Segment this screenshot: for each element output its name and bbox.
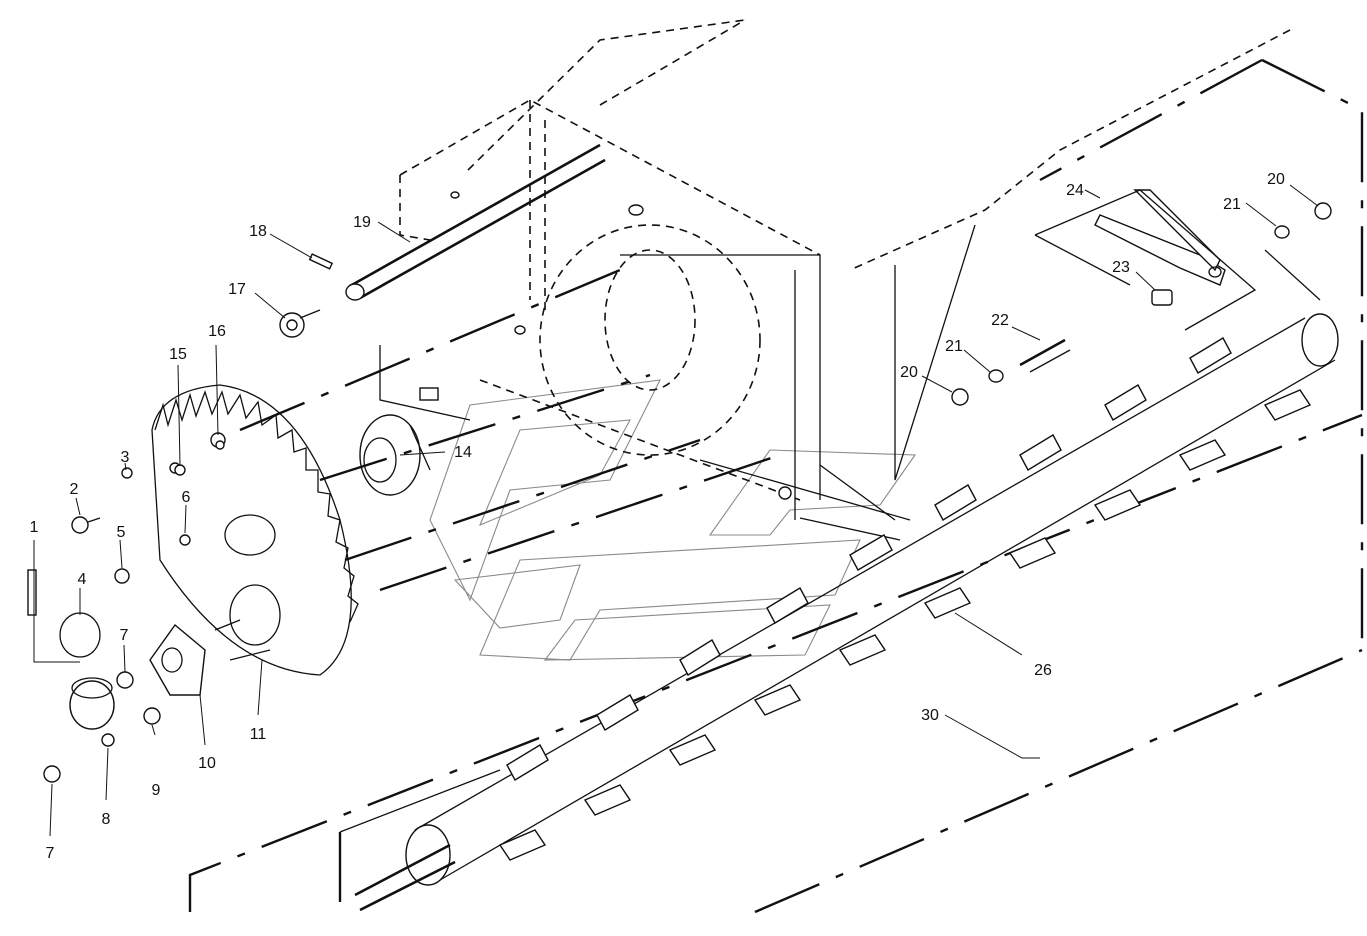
callout-5: 5 (117, 524, 126, 541)
callout-17: 17 (228, 281, 246, 298)
callout-20b: 20 (1267, 171, 1285, 188)
callout-30: 30 (921, 707, 939, 724)
callout-14: 14 (454, 444, 472, 461)
drum-paddles (498, 337, 1312, 861)
callout-15: 15 (169, 346, 187, 363)
callout-22: 22 (991, 312, 1009, 329)
callout-9: 9 (152, 782, 161, 799)
assembly-frame (188, 58, 1364, 914)
fasteners (43, 202, 1332, 783)
callout-7b: 7 (46, 845, 55, 862)
callout-1: 1 (30, 519, 39, 536)
callout-3: 3 (121, 449, 130, 466)
callout-19: 19 (353, 214, 371, 231)
shaft-19 (279, 143, 606, 338)
drum-26 (339, 249, 1339, 912)
callout-labels: 1 2 3 4 5 6 7 7 8 9 10 11 14 15 16 17 18… (30, 171, 1285, 862)
bracket-assembly (1019, 189, 1257, 373)
center-lines (239, 268, 781, 592)
callout-21b: 21 (1223, 196, 1241, 213)
callout-6: 6 (182, 489, 191, 506)
flange-14 (359, 414, 431, 496)
callout-20a: 20 (900, 364, 918, 381)
leader-lines (33, 184, 1319, 837)
watermark-logo (429, 379, 917, 661)
callout-18: 18 (249, 223, 267, 240)
callout-2: 2 (70, 481, 79, 498)
callout-10: 10 (198, 755, 216, 772)
callout-23: 23 (1112, 259, 1130, 276)
callout-16: 16 (208, 323, 226, 340)
bearing-parts (27, 569, 281, 730)
callout-11: 11 (250, 726, 267, 743)
callout-7a: 7 (120, 627, 129, 644)
callout-21a: 21 (945, 338, 963, 355)
callout-26: 26 (1034, 662, 1052, 679)
callout-8: 8 (102, 811, 111, 828)
callout-24: 24 (1066, 182, 1084, 199)
callout-4: 4 (78, 571, 87, 588)
housing-outline (379, 19, 1291, 541)
